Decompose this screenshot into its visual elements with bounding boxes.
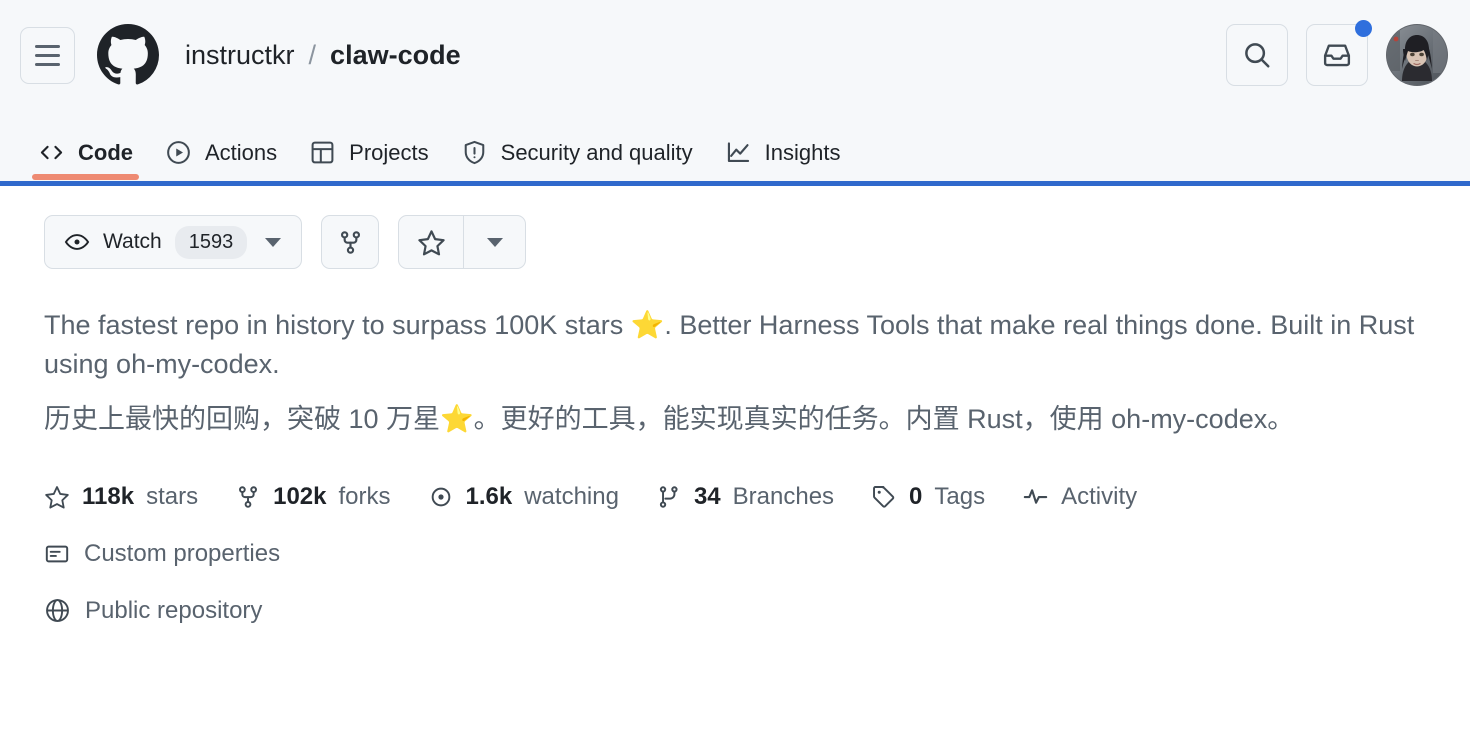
stat-label: Activity: [1061, 482, 1138, 510]
breadcrumb: instructkr / claw-code: [185, 40, 461, 71]
stat-label: stars: [146, 482, 199, 510]
stat-label: watching: [524, 482, 619, 510]
shield-icon: [464, 140, 484, 165]
fork-icon: [340, 230, 360, 254]
app-header: instructkr / claw-code: [0, 0, 1470, 186]
properties-icon: [45, 545, 69, 562]
eye-icon: [64, 234, 90, 250]
stat-branches[interactable]: 34 Branches: [656, 483, 834, 511]
star-button[interactable]: [399, 216, 463, 268]
watch-count: 1593: [174, 225, 248, 259]
inbox-icon: [1323, 44, 1351, 67]
pulse-icon: [1023, 489, 1048, 504]
stat-value: 0: [909, 482, 923, 510]
repo-nav-tabs: Code Actions Projects Security and: [0, 110, 1470, 180]
stat-label: Tags: [934, 482, 986, 510]
search-icon: [1245, 43, 1270, 68]
breadcrumb-repo[interactable]: claw-code: [330, 39, 461, 70]
custom-properties-label: Custom properties: [84, 539, 281, 567]
header-actions: [1226, 20, 1448, 86]
hamburger-menu-icon[interactable]: [20, 26, 75, 84]
hamburger-bar: [35, 53, 60, 57]
repository-visibility: Public repository: [44, 597, 262, 625]
fork-button[interactable]: [321, 215, 380, 269]
stat-activity[interactable]: Activity: [1022, 483, 1137, 511]
code-icon: [40, 145, 63, 160]
eye-icon: [431, 487, 450, 506]
tab-actions[interactable]: Actions: [149, 139, 293, 180]
avatar[interactable]: [1386, 24, 1448, 86]
stat-watching[interactable]: 1.6k watching: [428, 483, 619, 511]
tab-label: Insights: [764, 139, 841, 165]
fork-icon: [239, 485, 258, 508]
chevron-down-icon[interactable]: [265, 237, 282, 247]
watch-button[interactable]: Watch 1593: [44, 215, 303, 269]
tag-icon: [873, 485, 895, 508]
notifications-button[interactable]: [1306, 20, 1372, 86]
header-bottom-rule: [0, 181, 1470, 186]
notification-badge: [1355, 20, 1372, 37]
tab-label: Projects: [349, 139, 429, 165]
hamburger-bar: [35, 44, 60, 48]
globe-icon: [46, 599, 69, 623]
repo-overview: Watch 1593 The fastest: [0, 186, 1470, 625]
tab-security-and-quality[interactable]: Security and quality: [445, 139, 709, 180]
tab-label: Security and quality: [500, 139, 693, 165]
custom-properties-link[interactable]: Custom properties: [44, 540, 280, 568]
stat-forks[interactable]: 102k forks: [235, 482, 391, 511]
tab-label: Actions: [205, 139, 278, 165]
description-chinese: 历史上最快的回购，突破 10 万星⭐。更好的工具，能实现真实的任务。内置 Rus…: [44, 403, 1295, 434]
tab-code[interactable]: Code: [22, 139, 149, 180]
header-top-bar: instructkr / claw-code: [0, 0, 1470, 110]
repo-description: The fastest repo in history to surpass 1…: [44, 306, 1426, 439]
star-icon: [45, 485, 69, 509]
user-avatar-image: [1387, 25, 1447, 85]
tab-insights[interactable]: Insights: [709, 139, 857, 180]
play-icon: [167, 141, 190, 164]
description-english: The fastest repo in history to surpass 1…: [44, 310, 1415, 379]
tab-label: Code: [78, 139, 133, 165]
chevron-down-icon: [486, 237, 503, 247]
search-button[interactable]: [1226, 24, 1288, 86]
table-icon: [311, 141, 334, 164]
stat-tags[interactable]: 0 Tags: [871, 483, 985, 511]
star-button-group: [398, 215, 527, 269]
stat-label: forks: [338, 482, 391, 510]
stat-value: 34: [693, 482, 721, 510]
visibility-label: Public repository: [85, 596, 263, 624]
stat-value: 118k: [82, 482, 135, 510]
breadcrumb-separator: /: [308, 39, 317, 70]
branch-icon: [659, 485, 678, 508]
breadcrumb-owner[interactable]: instructkr: [185, 39, 295, 70]
stat-label: Branches: [732, 482, 835, 510]
stat-value: 102k: [273, 482, 327, 510]
watch-label: Watch: [103, 230, 162, 253]
repo-action-buttons: Watch 1593: [44, 186, 1426, 269]
stat-value: 1.6k: [465, 482, 513, 510]
hamburger-bar: [35, 62, 60, 66]
tab-projects[interactable]: Projects: [293, 139, 444, 180]
repo-stats: 118k stars 102k forks 1.6k watching: [44, 483, 1426, 511]
stat-stars[interactable]: 118k stars: [44, 483, 198, 511]
github-logo-icon[interactable]: [97, 24, 159, 86]
star-icon: [418, 229, 445, 255]
graph-icon: [727, 142, 749, 163]
star-options-button[interactable]: [463, 216, 525, 268]
